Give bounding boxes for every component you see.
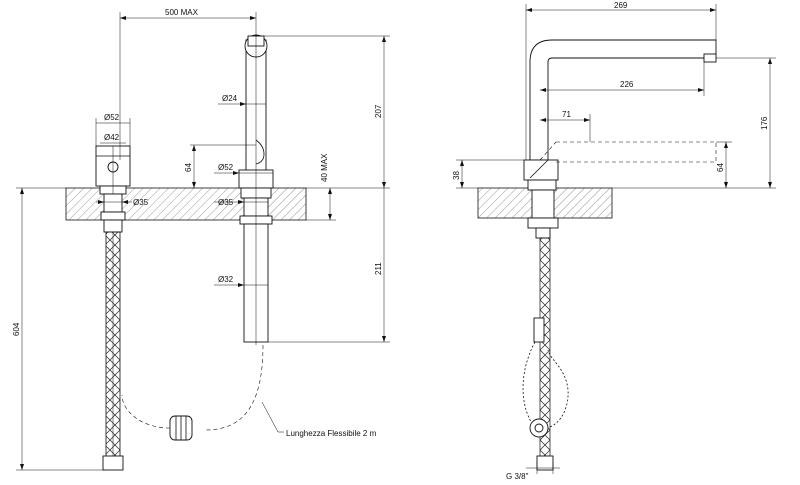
dim-dia-52-top: Ø52 bbox=[104, 113, 120, 122]
dim-dia-35-left: Ø35 bbox=[133, 198, 149, 207]
dim-500-max: 500 MAX bbox=[165, 8, 199, 17]
dim-38: 38 bbox=[452, 171, 461, 180]
dim-40-max: 40 MAX bbox=[320, 153, 329, 182]
dim-604: 604 bbox=[12, 322, 21, 336]
dim-64-front: 64 bbox=[184, 163, 193, 172]
hose-length-note: Lunghezza Flessibile 2 m bbox=[286, 429, 377, 438]
dim-207: 207 bbox=[374, 104, 383, 118]
dim-269: 269 bbox=[614, 1, 628, 10]
hose-connector bbox=[121, 394, 193, 441]
hose-left bbox=[105, 231, 121, 459]
dim-226: 226 bbox=[620, 80, 634, 89]
hose-left-nut bbox=[102, 455, 124, 471]
spout-column bbox=[204, 30, 274, 431]
dim-dia-52-mid: Ø52 bbox=[218, 163, 234, 172]
dim-dia-35-right: Ø35 bbox=[218, 198, 234, 207]
dim-dia-32: Ø32 bbox=[218, 275, 234, 284]
front-view: 500 MAX Ø52 Ø42 Ø24 Ø52 64 40 MAX bbox=[12, 8, 390, 471]
dim-211: 211 bbox=[374, 262, 383, 275]
dim-64-side: 64 bbox=[716, 163, 725, 172]
side-view: 269 226 71 176 64 38 bbox=[452, 1, 776, 481]
spout-side bbox=[523, 39, 717, 239]
dim-dia-42: Ø42 bbox=[104, 133, 120, 142]
dim-71: 71 bbox=[562, 110, 571, 119]
dim-176: 176 bbox=[760, 116, 769, 130]
dim-thread: G 3/8" bbox=[506, 472, 529, 481]
dim-dia-24: Ø24 bbox=[222, 94, 238, 103]
